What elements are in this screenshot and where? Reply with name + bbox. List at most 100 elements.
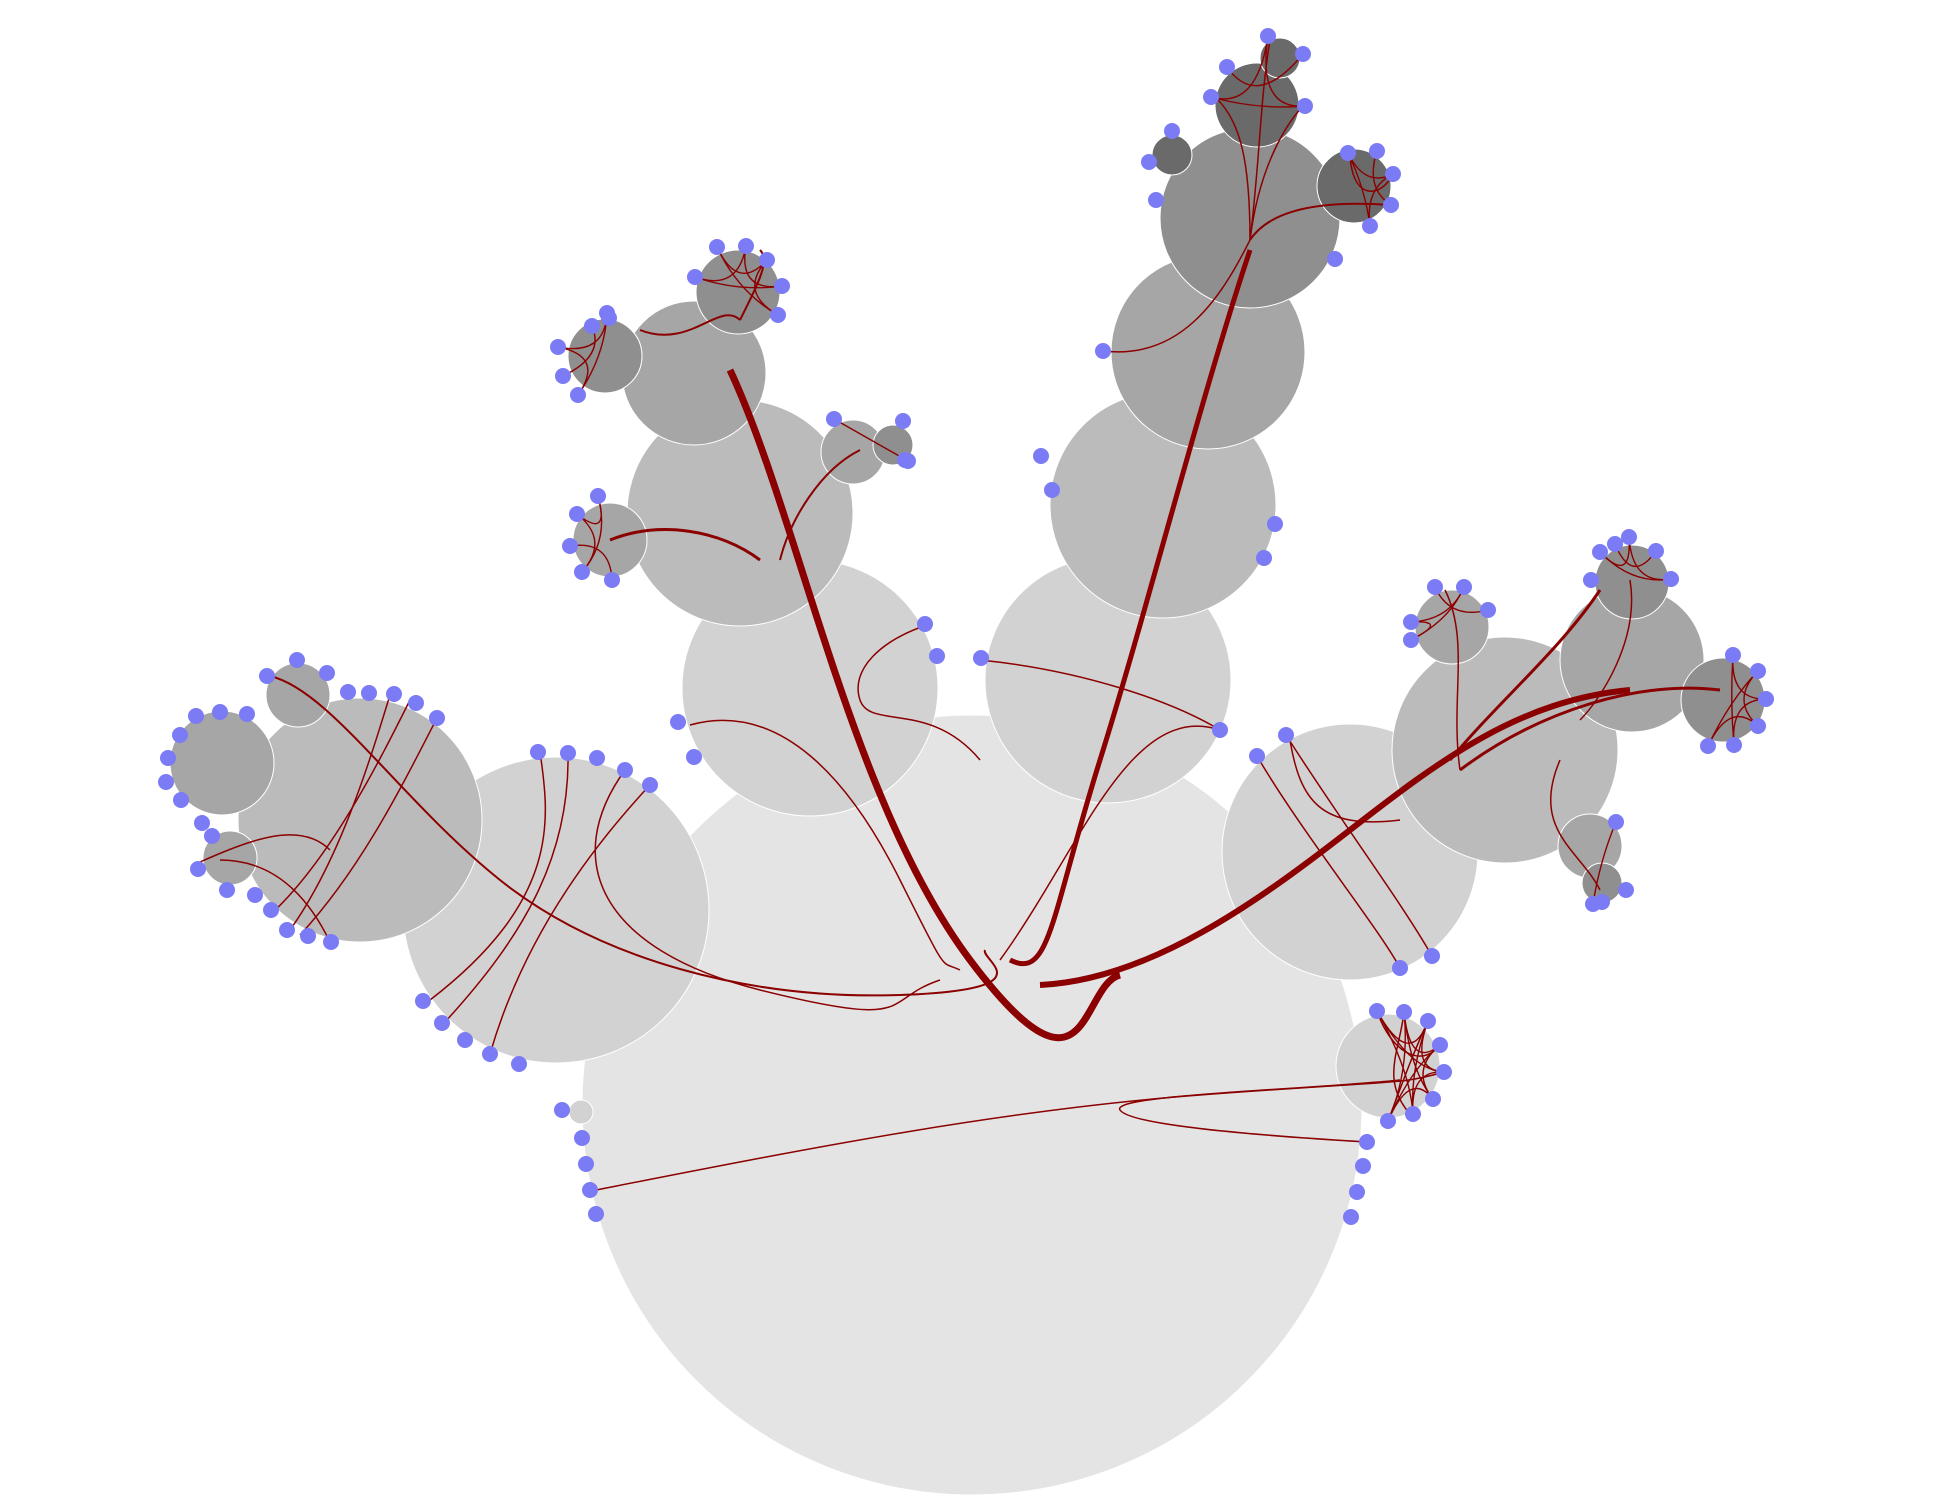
leaf-node: [160, 750, 176, 766]
leaf-node: [584, 318, 600, 334]
leaf-node: [415, 993, 431, 1009]
leaf-node: [323, 934, 339, 950]
leaf-node: [194, 815, 210, 831]
leaf-node: [1608, 814, 1624, 830]
leaf-node: [1297, 98, 1313, 114]
leaf-node: [172, 727, 188, 743]
leaf-node: [1095, 343, 1111, 359]
leaf-node: [588, 1206, 604, 1222]
bundled-edge: [1448, 589, 1602, 761]
leaf-node: [1592, 544, 1608, 560]
bundled-edge: [726, 368, 1122, 1042]
group-circle-small-bottom-left: [568, 1099, 594, 1125]
leaf-node: [1343, 1209, 1359, 1225]
bundled-edge: [299, 717, 438, 936]
bundled-edge: [594, 769, 941, 1011]
bundled-edge: [979, 659, 1221, 731]
leaf-node: [574, 1130, 590, 1146]
leaf-node: [1432, 1037, 1448, 1053]
leaf-node: [1396, 1004, 1412, 1020]
leaf-node: [1663, 571, 1679, 587]
bundled-edge: [1102, 239, 1251, 353]
leaf-node: [1212, 722, 1228, 738]
leaf-node: [1359, 1134, 1375, 1150]
leaf-node: [434, 1015, 450, 1031]
leaf-node: [1044, 482, 1060, 498]
bundled-edge: [609, 528, 761, 562]
leaf-node: [973, 650, 989, 666]
leaf-node: [188, 708, 204, 724]
cluster-edge: [1265, 35, 1306, 107]
bundled-edge: [595, 1071, 1445, 1191]
leaf-node: [1141, 154, 1157, 170]
leaf-node: [687, 269, 703, 285]
leaf-nodes: [158, 28, 1774, 1225]
leaf-node: [1148, 192, 1164, 208]
leaf-node: [617, 762, 633, 778]
leaf-node: [1424, 948, 1440, 964]
cluster-edge: [1226, 53, 1304, 87]
leaf-node: [204, 828, 220, 844]
leaf-node: [1750, 718, 1766, 734]
bundled-edge: [1249, 105, 1304, 241]
leaf-node: [429, 710, 445, 726]
leaf-node: [1436, 1064, 1452, 1080]
bundled-edge: [1349, 149, 1394, 192]
leaf-node: [511, 1056, 527, 1072]
leaf-node: [1369, 143, 1385, 159]
leaf-node: [550, 339, 566, 355]
group-circle-right-top-small: [1414, 589, 1490, 665]
leaf-node: [212, 704, 228, 720]
group-circle-top-5b: [1316, 148, 1392, 224]
leaf-node: [569, 506, 585, 522]
leaf-node: [1383, 197, 1399, 213]
leaf-node: [826, 411, 842, 427]
bundled-edge: [1285, 734, 1433, 957]
leaf-node: [1480, 602, 1496, 618]
leaf-node: [686, 749, 702, 765]
leaf-node: [1425, 1091, 1441, 1107]
leaf-node: [590, 488, 606, 504]
bundled-edge: [199, 834, 331, 863]
leaf-node: [457, 1032, 473, 1048]
leaf-node: [1385, 166, 1401, 182]
group-circle-far-left: [237, 697, 483, 943]
bundled-edge: [489, 784, 651, 1055]
leaf-node: [1267, 516, 1283, 532]
leaf-node: [173, 792, 189, 808]
leaf-node: [1164, 123, 1180, 139]
bundled-edge: [269, 675, 998, 997]
bundled-edge: [429, 751, 547, 1001]
bundled-edge: [857, 623, 981, 761]
leaf-node: [340, 684, 356, 700]
leaf-node: [530, 744, 546, 760]
leaf-node: [774, 278, 790, 294]
leaf-node: [895, 413, 911, 429]
bundled-edge: [1393, 1011, 1411, 1115]
leaf-node: [1726, 737, 1742, 753]
leaf-node: [1594, 894, 1610, 910]
bundled-edge: [1256, 755, 1401, 969]
leaf-node: [247, 887, 263, 903]
leaf-node: [361, 685, 377, 701]
leaf-node: [670, 714, 686, 730]
leaf-node: [578, 1156, 594, 1172]
leaf-node: [1260, 28, 1276, 44]
leaf-node: [929, 648, 945, 664]
cluster-edge: [1592, 821, 1617, 905]
leaf-node: [408, 695, 424, 711]
leaf-node: [555, 368, 571, 384]
leaf-node: [1403, 632, 1419, 648]
bundled-edges: [199, 35, 1767, 1191]
leaf-node: [1256, 550, 1272, 566]
leaf-node: [1033, 448, 1049, 464]
leaf-node: [770, 307, 786, 323]
leaf-node: [1758, 691, 1774, 707]
bundled-edge: [779, 449, 861, 561]
leaf-node: [239, 706, 255, 722]
leaf-node: [554, 1102, 570, 1118]
leaf-node: [289, 652, 305, 668]
leaf-node: [1405, 1106, 1421, 1122]
bundled-edge: [1549, 759, 1601, 891]
bundled-edge: [1289, 739, 1401, 823]
